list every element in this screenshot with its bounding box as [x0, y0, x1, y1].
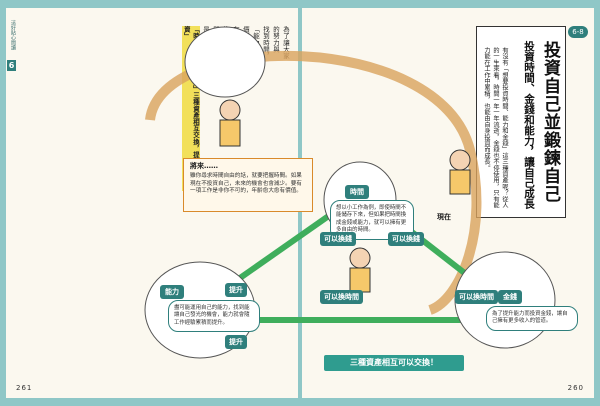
improve-tag-1: 提升: [225, 283, 247, 297]
future-text: 雖你尋求時間自由的話，就要把握時間。如果現在不投資自己，未來的機會也會減少。要有…: [190, 172, 302, 195]
body-column-1: 為了讓大家: [282, 26, 290, 59]
money-label: 金錢: [498, 290, 522, 304]
time-label: 時間: [345, 185, 369, 199]
body-column-2: 的努力與: [272, 26, 280, 53]
page-number-right: 260: [567, 384, 584, 392]
title-block: 投資自己並鍛鍊自己 投資時間、金錢和能力，讓自己成長 有沒有「想要投資時間、能力…: [476, 26, 566, 218]
body-column-3: 找到時間，: [262, 26, 270, 59]
page-number-left: 261: [16, 384, 33, 392]
improve-tag-2: 提升: [225, 335, 247, 349]
money-text: 為了提升能力而投資金錢，讓自己擁有更多收入的管道。: [486, 306, 578, 331]
page-subtitle: 投資時間、金錢和能力，讓自己成長: [523, 41, 535, 209]
exchange-tag-4: 可以換時間: [455, 290, 498, 304]
future-box: 將來…… 雖你尋求時間自由的話，就要把握時間。如果現在不投資自己，未來的機會也會…: [183, 158, 313, 212]
edge-label: 這好貼心閱讀: [10, 20, 16, 50]
exchange-tag-2: 可以換錢: [388, 232, 424, 246]
intro-text: 有沒有「想要投資時間、能力和金錢」這三種資產呢？從人的一生來看，時間一年一年流逝…: [483, 47, 508, 209]
ability-text: 盡可能運用自己的能力，找到能讓自己發光的機會，能力就會隨工作經驗累積而提升。: [168, 300, 260, 333]
summary-banner: 三種資產相互可以交換！: [324, 355, 464, 371]
exchange-tag-1: 可以換錢: [320, 232, 356, 246]
chapter-number: 6: [7, 60, 16, 71]
exchange-tag-3: 可以換時間: [320, 290, 363, 304]
future-label: 將來……: [190, 162, 218, 170]
section-tag: 6-8: [568, 26, 588, 38]
ability-label: 能力: [160, 285, 184, 299]
now-label: 現在: [437, 213, 451, 221]
page-title: 投資自己並鍛鍊自己: [540, 41, 560, 203]
